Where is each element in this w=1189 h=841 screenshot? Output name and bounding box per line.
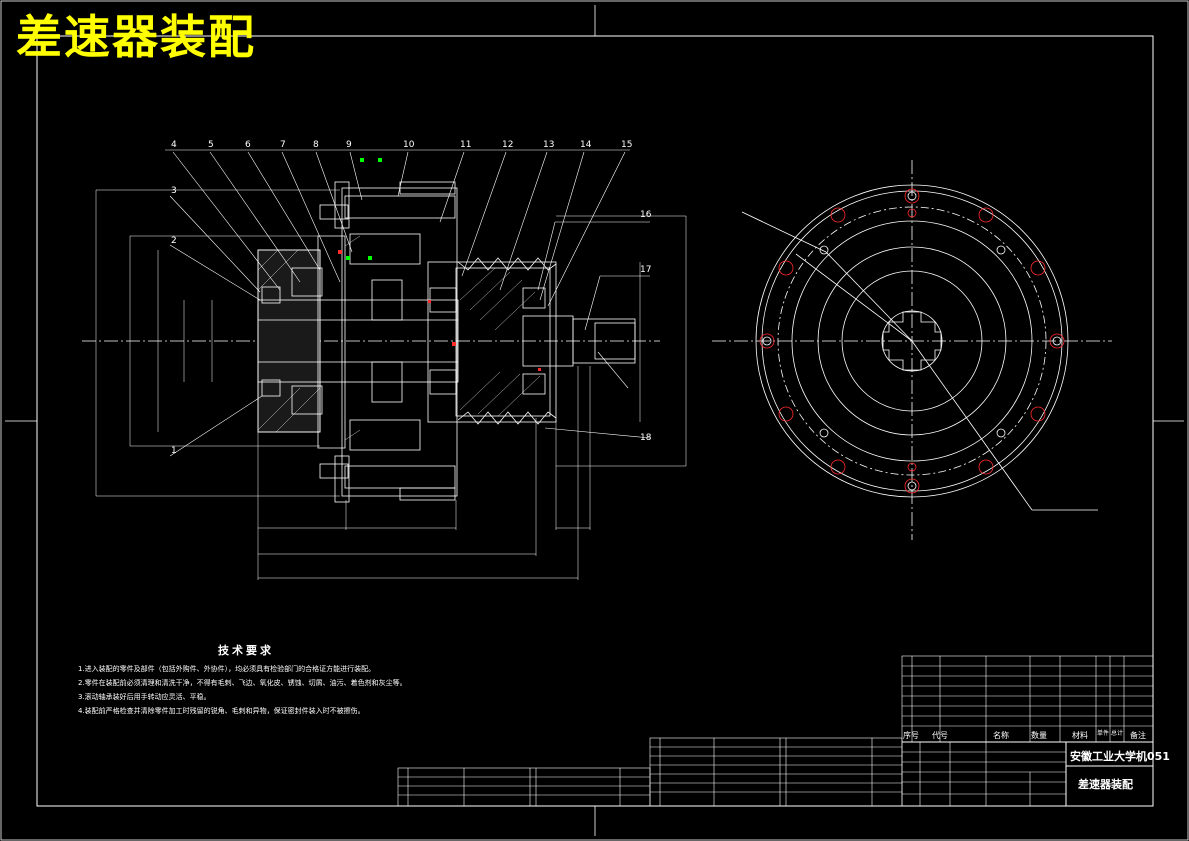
part-label-6: 6 xyxy=(245,140,251,150)
leader-lines xyxy=(165,149,651,457)
header-unit: 单件 xyxy=(1097,730,1110,737)
bom-table-middle xyxy=(649,737,903,807)
part-label-14: 14 xyxy=(580,140,592,150)
header-total: 总计 xyxy=(1111,730,1124,737)
tech-line-4: 4.装配前严格检查并清除零件加工时残留的锐角、毛刺和异物，保证密封件装入时不被擦… xyxy=(78,707,365,715)
part-label-8: 8 xyxy=(313,140,319,150)
part-label-12: 12 xyxy=(502,140,514,150)
drawing-name: 差速器装配 xyxy=(1078,778,1133,791)
part-label-3: 3 xyxy=(171,186,177,196)
part-label-7: 7 xyxy=(280,140,286,150)
bolt-holes xyxy=(759,188,1065,494)
title-block xyxy=(901,655,1154,807)
school-name: 安徽工业大学机051 xyxy=(1070,750,1170,763)
section-hatching xyxy=(257,235,541,441)
part-label-13: 13 xyxy=(543,140,555,150)
part-label-11: 11 xyxy=(460,140,472,150)
tech-title: 技术要求 xyxy=(218,644,274,657)
header-name: 名称 xyxy=(993,731,1009,740)
overlay-title: 差速器装配 xyxy=(16,10,256,64)
tech-line-1: 1.进入装配的零件及部件（包括外购件、外协件），均必须具有检验部门的合格证方能进… xyxy=(78,665,376,673)
part-label-4: 4 xyxy=(171,140,177,150)
center-marks xyxy=(5,5,1184,836)
inner-frame xyxy=(36,35,1154,807)
part-label-16: 16 xyxy=(640,210,652,220)
header-qty: 数量 xyxy=(1031,731,1047,740)
header-mat: 材料 xyxy=(1072,731,1088,740)
tech-line-2: 2.零件在装配前必须清理和清洗干净，不得有毛刺、飞边、氧化皮、锈蚀、切屑、油污、… xyxy=(78,679,407,687)
red-marks xyxy=(338,250,541,371)
part-label-1: 1 xyxy=(171,446,177,456)
header-code: 代号 xyxy=(932,731,948,740)
green-marks xyxy=(346,158,382,260)
header-seq: 序号 xyxy=(903,731,919,740)
part-label-5: 5 xyxy=(208,140,214,150)
part-label-18: 18 xyxy=(640,433,652,443)
part-label-15: 15 xyxy=(621,140,633,150)
dimension-lines xyxy=(95,189,687,580)
part-label-9: 9 xyxy=(346,140,352,150)
bom-table-left xyxy=(397,767,651,807)
header-note: 备注 xyxy=(1130,731,1146,740)
part-label-10: 10 xyxy=(403,140,415,150)
section-view xyxy=(82,181,660,503)
tech-line-3: 3.滚动轴承装好后用手转动应灵活、平稳。 xyxy=(78,693,211,701)
end-view xyxy=(712,160,1112,540)
part-label-2: 2 xyxy=(171,236,177,246)
part-label-17: 17 xyxy=(640,265,652,275)
